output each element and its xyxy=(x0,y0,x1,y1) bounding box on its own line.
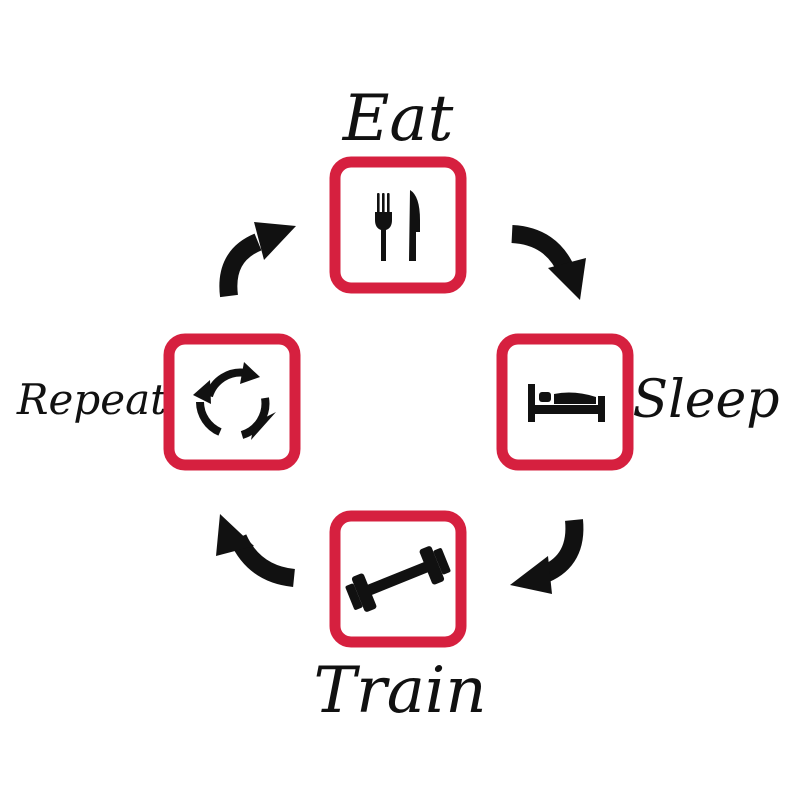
dumbbell-icon xyxy=(345,546,451,612)
arrow-sleep-to-train xyxy=(510,519,584,594)
step-box-eat xyxy=(329,156,467,294)
arrow-eat-to-sleep xyxy=(511,225,586,300)
step-label-repeat: Repeat xyxy=(16,375,167,424)
step-label-eat: Eat xyxy=(342,82,454,156)
box-border xyxy=(163,333,301,471)
step-box-repeat xyxy=(163,333,301,471)
arrow-train-to-repeat xyxy=(216,514,296,587)
bed-icon xyxy=(528,384,605,422)
step-box-sleep xyxy=(496,333,634,471)
step-box-train xyxy=(329,510,467,648)
fork-knife-icon xyxy=(375,190,420,261)
step-label-sleep: Sleep xyxy=(632,370,779,430)
box-border xyxy=(329,156,467,294)
step-label-train: Train xyxy=(313,654,486,728)
arrow-repeat-to-eat xyxy=(219,222,296,298)
